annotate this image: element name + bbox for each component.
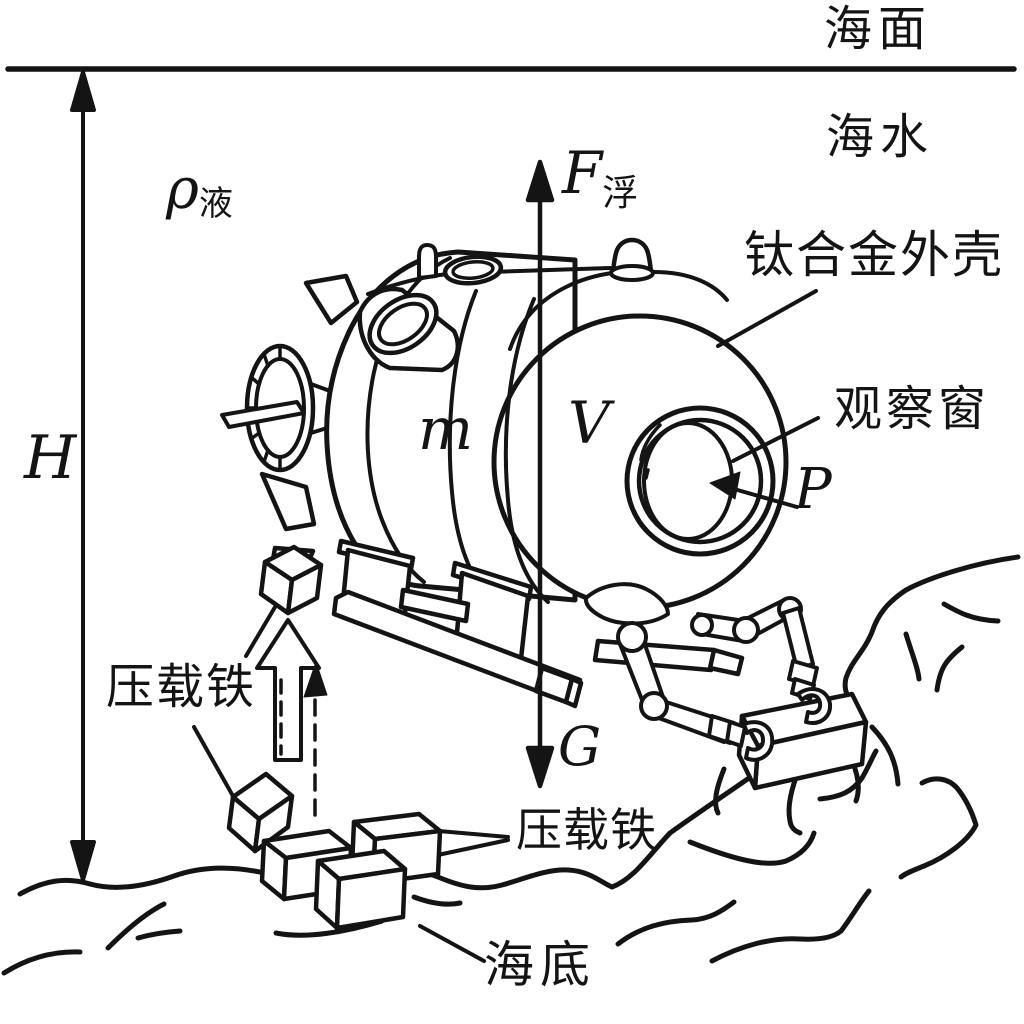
hull-leader bbox=[716, 289, 818, 348]
rock-cliff-lines bbox=[713, 554, 1021, 880]
ballast-iron-label-right: 压载铁 bbox=[516, 805, 657, 856]
ballast-iron-label-left: 压载铁 bbox=[106, 661, 257, 714]
floating-cube bbox=[258, 544, 324, 616]
force-arrows bbox=[525, 159, 555, 789]
liquid-density-label: ρ液 bbox=[166, 162, 233, 222]
ballast-left-leader-up bbox=[244, 600, 280, 658]
ballast-cubes bbox=[226, 544, 443, 931]
gravity-arrowhead bbox=[525, 745, 555, 789]
observation-window bbox=[624, 405, 776, 557]
robotic-arms bbox=[583, 582, 833, 762]
window-leader bbox=[731, 416, 820, 463]
depth-label: H bbox=[24, 423, 77, 493]
antenna bbox=[417, 243, 438, 280]
buoyancy-arrowhead bbox=[525, 159, 555, 203]
submersible bbox=[220, 237, 869, 791]
seafloor-lines bbox=[1, 759, 872, 976]
depth-dimension-arrow bbox=[70, 70, 96, 882]
gravity-label: G bbox=[558, 715, 602, 778]
dome-hatch-flange bbox=[609, 264, 655, 282]
porthole-ring bbox=[367, 292, 439, 356]
top-fin bbox=[303, 273, 360, 326]
sphere-joint-arc bbox=[503, 297, 550, 604]
oval-hatch-inner bbox=[451, 260, 495, 280]
dome-hatch bbox=[610, 237, 654, 275]
density-symbol: ρ bbox=[166, 157, 199, 222]
observation-window-label: 观察窗 bbox=[834, 383, 991, 436]
porthole-ring-inner bbox=[377, 301, 429, 347]
sea-water-label: 海水 bbox=[826, 111, 935, 164]
small-cube bbox=[226, 771, 295, 854]
sample-box bbox=[736, 691, 869, 791]
seabed-leader bbox=[418, 924, 486, 963]
sea-surface-label: 海面 bbox=[824, 3, 933, 56]
buoyancy-symbol: F bbox=[562, 139, 603, 207]
pressure-arrow bbox=[709, 471, 799, 509]
volume-label: V bbox=[568, 389, 610, 457]
mass-label: m bbox=[418, 395, 473, 463]
density-subscript: 液 bbox=[198, 186, 233, 224]
stabilizer-plate bbox=[220, 400, 306, 429]
buoyancy-label: F浮 bbox=[562, 144, 638, 211]
seafloor-cube-front bbox=[313, 848, 408, 931]
ballast-release-arrows bbox=[255, 618, 328, 824]
lower-fin bbox=[259, 471, 317, 532]
pressure-point-label: P bbox=[794, 457, 832, 522]
landing-skid bbox=[331, 538, 745, 709]
seabed-label: 海底 bbox=[484, 937, 596, 993]
buoyancy-subscript: 浮 bbox=[602, 172, 639, 213]
hull-material-label: 钛合金外壳 bbox=[744, 227, 1004, 283]
